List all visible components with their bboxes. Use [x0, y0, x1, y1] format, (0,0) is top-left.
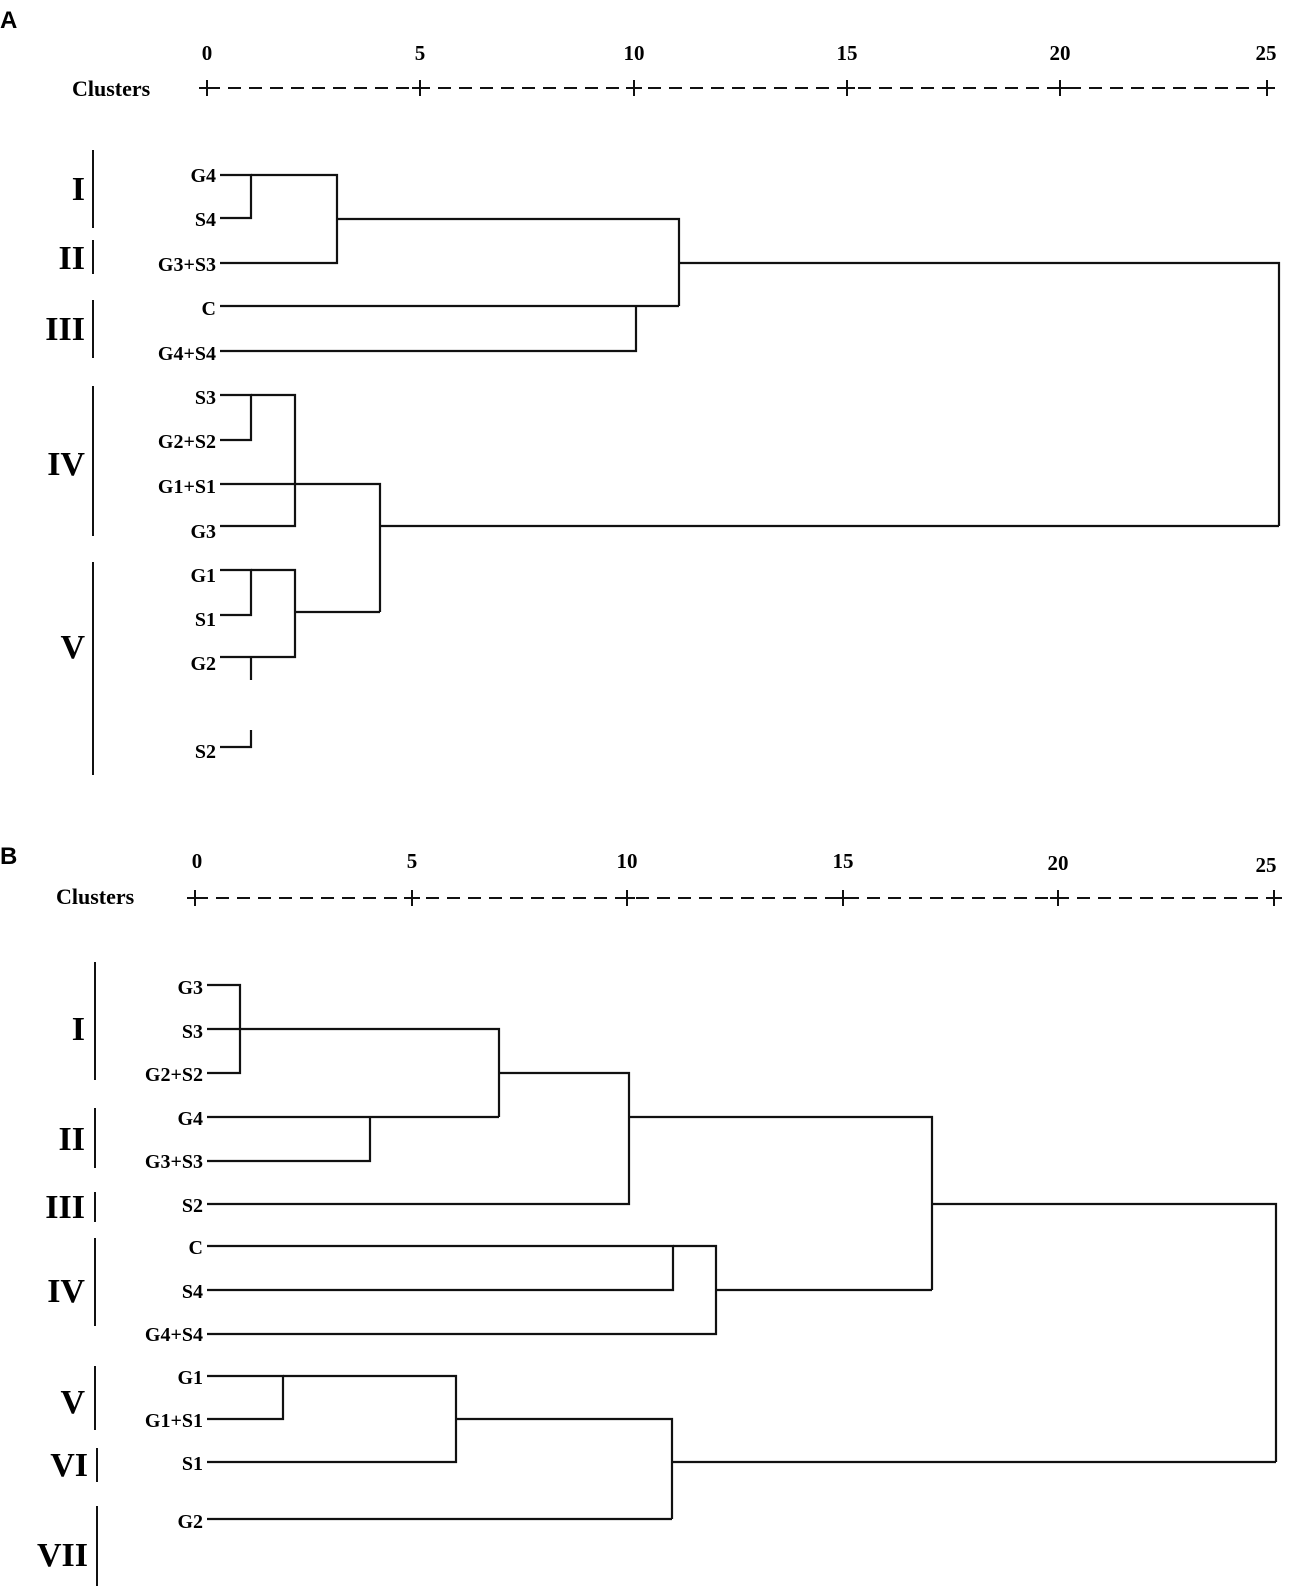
panel-b-scale-line — [187, 890, 1282, 906]
panel-b-dendrogram-links — [207, 983, 1278, 1521]
panel-a-letter: A — [0, 7, 17, 34]
panel-b-group-labels: I II III IV V VI VII — [37, 1011, 88, 1574]
panel-b-tick-label: 0 — [192, 849, 203, 873]
panel-a-group-label: IV — [47, 446, 85, 483]
panel-b: B Clusters 0 5 10 15 20 25 I II III IV V… — [0, 843, 1282, 1586]
panel-b-leaf-label: S1 — [182, 1453, 203, 1475]
panel-a: A Clusters 0 5 10 15 20 25 I II III IV V — [0, 7, 1281, 775]
panel-b-leaf-label: G4 — [177, 1108, 203, 1130]
panel-b-leaf-label: C — [189, 1237, 203, 1259]
panel-b-group-label: II — [59, 1121, 85, 1158]
panel-b-leaf-label: G2+S2 — [145, 1064, 203, 1086]
panel-a-leaf-label: S4 — [195, 209, 216, 231]
panel-a-scale-line — [199, 80, 1275, 96]
panel-b-tick-label: 5 — [407, 849, 418, 873]
panel-a-leaf-label: G2+S2 — [158, 431, 216, 453]
panel-b-group-label: III — [45, 1189, 85, 1226]
panel-b-leaf-label: G4+S4 — [145, 1324, 203, 1346]
panel-b-group-label: VII — [37, 1537, 88, 1574]
panel-a-leaf-label: G3+S3 — [158, 254, 216, 276]
panel-a-group-label: II — [59, 240, 85, 277]
panel-b-leaf-label: S2 — [182, 1195, 203, 1217]
panel-b-axis-title: Clusters — [56, 884, 135, 909]
panel-a-scale-ticks: 0 5 10 15 20 25 — [202, 41, 1277, 65]
panel-b-tick-label: 10 — [617, 849, 638, 873]
panel-a-tick-label: 0 — [202, 41, 213, 65]
panel-b-leaf-label: G3 — [177, 977, 203, 999]
panel-a-tick-label: 15 — [837, 41, 858, 65]
panel-a-leaf-label: G2 — [190, 653, 216, 675]
panel-a-group-label: I — [72, 171, 85, 208]
panel-b-leaf-labels: G3 S3 G2+S2 G4 G3+S3 S2 C S4 G4+S4 G1 G1… — [145, 977, 203, 1533]
panel-a-leaf-label: G1 — [190, 565, 216, 587]
panel-a-leaf-label: G4 — [190, 165, 216, 187]
panel-b-leaf-label: G2 — [177, 1511, 203, 1533]
panel-b-group-brackets — [94, 962, 98, 1586]
panel-b-scale-ticks: 0 5 10 15 20 25 — [192, 849, 1277, 877]
panel-b-tick-label: 20 — [1048, 851, 1069, 875]
panel-b-group-label: IV — [47, 1273, 85, 1310]
panel-b-letter: B — [0, 843, 17, 870]
panel-b-tick-label: 25 — [1256, 853, 1277, 877]
panel-a-leaf-label: G3 — [190, 521, 216, 543]
panel-a-leaf-label: S2 — [195, 741, 216, 763]
panel-a-tick-label: 10 — [624, 41, 645, 65]
panel-a-tick-label: 5 — [415, 41, 426, 65]
panel-a-leaf-label: G4+S4 — [158, 343, 216, 365]
panel-b-leaf-label: G3+S3 — [145, 1151, 203, 1173]
panel-a-axis-title: Clusters — [72, 76, 151, 101]
panel-a-leaf-label: S1 — [195, 609, 216, 631]
panel-b-group-label: VI — [50, 1447, 88, 1484]
panel-a-group-label: V — [60, 629, 85, 666]
panel-b-tick-label: 15 — [833, 849, 854, 873]
panel-a-leaf-label: G1+S1 — [158, 476, 216, 498]
panel-a-dendrogram-links — [220, 173, 1281, 749]
panel-b-leaf-label: S3 — [182, 1021, 203, 1043]
panel-a-tick-label: 20 — [1050, 41, 1071, 65]
panel-a-leaf-label: S3 — [195, 387, 216, 409]
panel-b-leaf-label: S4 — [182, 1281, 203, 1303]
panel-a-leaf-labels: G4 S4 G3+S3 C G4+S4 S3 G2+S2 G1+S1 G3 G1… — [158, 165, 216, 763]
panel-b-leaf-label: G1+S1 — [145, 1410, 203, 1432]
panel-a-group-label: III — [45, 311, 85, 348]
panel-a-leaf-label: C — [202, 298, 216, 320]
panel-b-group-label: V — [60, 1384, 85, 1421]
panel-b-group-label: I — [72, 1011, 85, 1048]
panel-a-tick-label: 25 — [1256, 41, 1277, 65]
panel-b-leaf-label: G1 — [177, 1367, 203, 1389]
panel-a-group-labels: I II III IV V — [45, 171, 85, 666]
